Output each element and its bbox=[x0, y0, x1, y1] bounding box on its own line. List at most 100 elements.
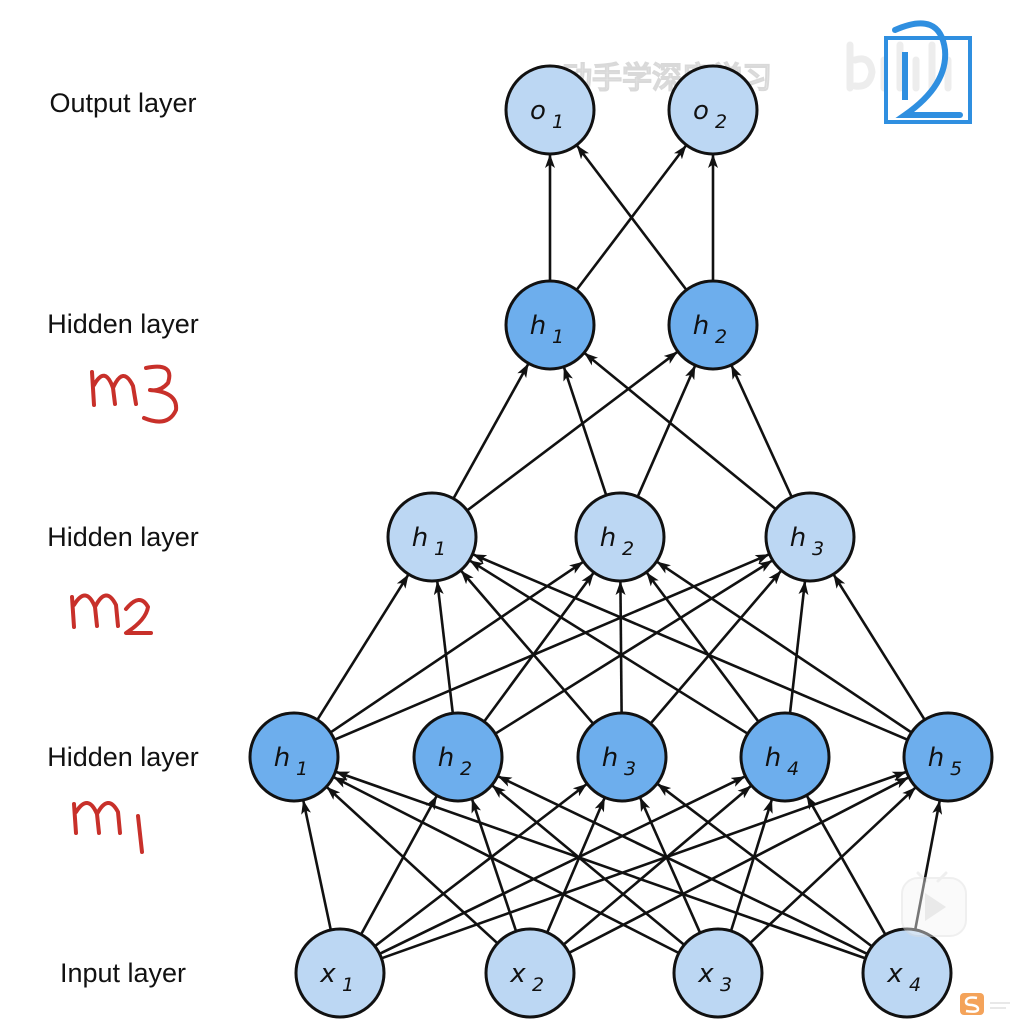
edge-arrow bbox=[645, 572, 760, 723]
annotation-m1 bbox=[72, 801, 144, 854]
node-subscript: 2 bbox=[622, 538, 634, 560]
play-icon[interactable] bbox=[901, 871, 967, 937]
node-subscript: 4 bbox=[909, 974, 921, 996]
edge-arrow bbox=[335, 770, 866, 960]
node-circle bbox=[504, 64, 596, 156]
node-circle bbox=[672, 927, 764, 1019]
edge-arrow bbox=[639, 797, 702, 934]
edge-arrow bbox=[546, 797, 606, 934]
annotation-m2 bbox=[70, 593, 153, 635]
edge-arrow bbox=[913, 800, 943, 931]
layer-label: Hidden layer bbox=[47, 522, 199, 552]
node-circle bbox=[484, 927, 576, 1019]
d2l-logo-icon bbox=[884, 20, 972, 124]
node-subscript: 2 bbox=[715, 326, 727, 348]
handwritten-annotations bbox=[70, 364, 179, 854]
node-circle bbox=[412, 711, 504, 803]
s-badge-icon bbox=[960, 993, 1010, 1015]
edge-arrow bbox=[494, 559, 773, 735]
node-symbol: o bbox=[693, 96, 709, 126]
node-symbol: h bbox=[274, 743, 290, 773]
node-subscript: 3 bbox=[624, 758, 636, 780]
node-circle bbox=[667, 279, 759, 371]
node-subscript: 3 bbox=[720, 974, 732, 996]
node-subscript: 2 bbox=[715, 111, 727, 133]
edge-arrow bbox=[381, 770, 907, 960]
node-symbol: h bbox=[412, 523, 428, 553]
edge-arrow bbox=[359, 795, 438, 936]
node-circle bbox=[739, 711, 831, 803]
edge-arrow bbox=[329, 561, 584, 734]
edge-arrow bbox=[379, 775, 746, 955]
edge-arrow bbox=[656, 561, 913, 734]
edge-arrow bbox=[472, 553, 909, 741]
node-symbol: h bbox=[765, 743, 781, 773]
edges bbox=[301, 145, 943, 960]
node-symbol: h bbox=[600, 523, 616, 553]
node-symbol: x bbox=[697, 959, 714, 989]
edge-arrow bbox=[483, 572, 595, 723]
layer-label: Hidden layer bbox=[47, 309, 199, 339]
layer-label: Hidden layer bbox=[47, 742, 199, 772]
node-symbol: h bbox=[790, 523, 806, 553]
node-subscript: 3 bbox=[812, 538, 824, 560]
node-subscript: 2 bbox=[532, 974, 544, 996]
node-symbol: x bbox=[509, 959, 526, 989]
edge-arrow bbox=[562, 366, 608, 496]
node-symbol: h bbox=[602, 743, 618, 773]
edge-arrow bbox=[452, 363, 530, 500]
node-circle bbox=[574, 491, 666, 583]
edge-arrow bbox=[497, 775, 868, 956]
node-subscript: 1 bbox=[552, 326, 564, 348]
node-symbol: x bbox=[319, 959, 336, 989]
edge-arrow bbox=[649, 570, 782, 725]
node-subscript: 1 bbox=[296, 758, 308, 780]
edge-arrow bbox=[657, 783, 873, 948]
edge-arrow bbox=[374, 783, 588, 948]
node-symbol: x bbox=[886, 959, 903, 989]
node-subscript: 1 bbox=[434, 538, 446, 560]
node-symbol: h bbox=[438, 743, 454, 773]
node-circle bbox=[576, 711, 668, 803]
edge-arrow bbox=[749, 786, 917, 944]
edge-arrow bbox=[316, 574, 410, 721]
edge-arrow bbox=[433, 580, 455, 714]
node-subscript: 1 bbox=[342, 974, 354, 996]
edge-arrow bbox=[729, 799, 773, 932]
node-circle bbox=[504, 279, 596, 371]
edge-arrow bbox=[568, 776, 909, 954]
node-circle bbox=[386, 491, 478, 583]
edge-arrow bbox=[333, 776, 680, 955]
layer-label: Output layer bbox=[49, 88, 196, 118]
edge-arrow bbox=[730, 364, 793, 498]
node-circle bbox=[667, 64, 759, 156]
node-circle bbox=[764, 491, 856, 583]
annotation-m3 bbox=[90, 364, 179, 424]
edge-arrow bbox=[466, 351, 678, 512]
edge-arrow bbox=[333, 553, 770, 741]
node-subscript: 2 bbox=[460, 758, 472, 780]
bilibili-logo bbox=[846, 41, 952, 92]
edge-arrow bbox=[584, 352, 777, 511]
layer-label: Input layer bbox=[60, 958, 186, 988]
node-circle bbox=[248, 711, 340, 803]
node-symbol: o bbox=[530, 96, 546, 126]
node-subscript: 5 bbox=[950, 758, 962, 780]
node-symbol: h bbox=[693, 311, 709, 341]
edge-arrow bbox=[832, 574, 926, 721]
edge-arrow bbox=[562, 785, 752, 946]
